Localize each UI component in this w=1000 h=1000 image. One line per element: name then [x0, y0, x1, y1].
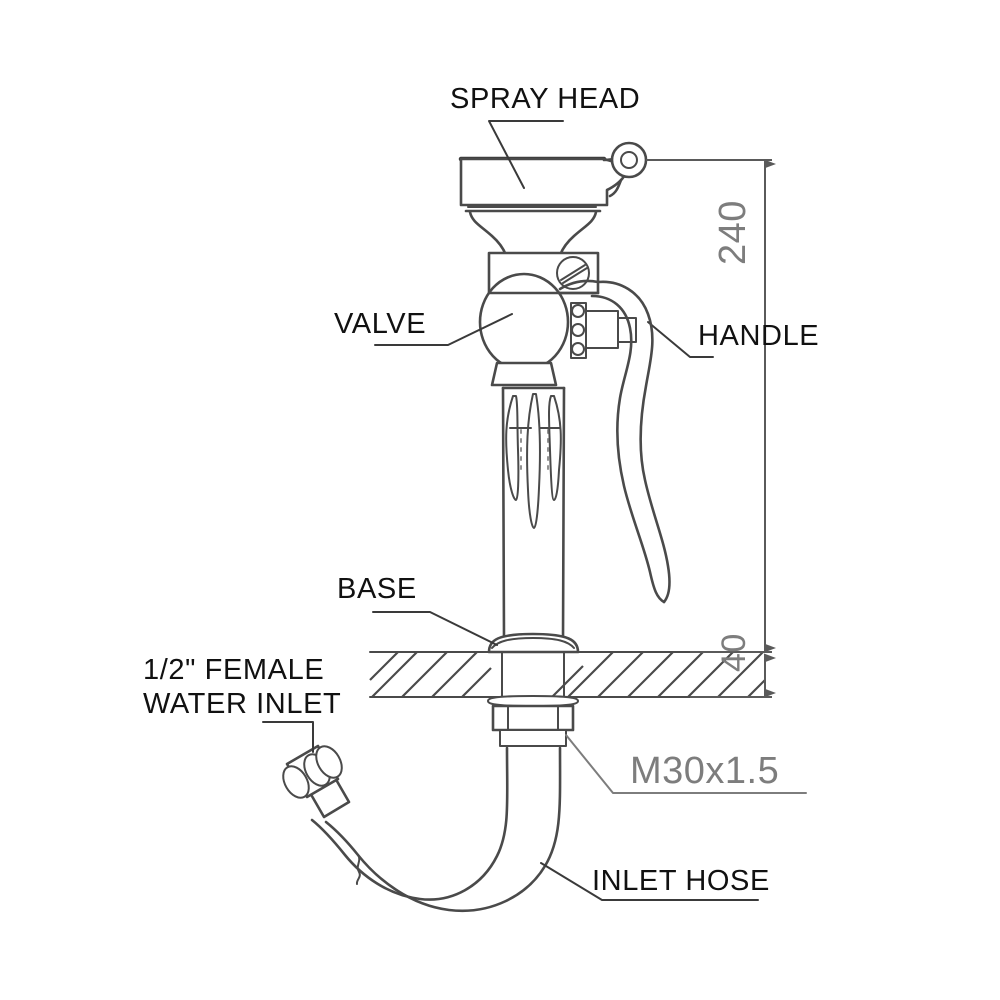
label-handle: HANDLE	[647, 320, 819, 358]
lock-nut-assembly	[487, 695, 579, 747]
label-water-inlet: 1/2" FEMALE WATER INLET	[143, 654, 341, 753]
dimension-40: 40	[690, 633, 776, 698]
base-flange	[487, 632, 580, 654]
countertop-hatching	[369, 651, 766, 698]
label-base: BASE	[337, 573, 498, 646]
inlet-hose	[282, 744, 562, 913]
water-inlet-label-line1: 1/2" FEMALE	[143, 654, 324, 686]
spray-head-label-text: SPRAY HEAD	[450, 83, 640, 115]
valve-label-text: VALVE	[334, 308, 426, 340]
thread-spec-text: M30x1.5	[630, 750, 779, 792]
label-valve: VALVE	[334, 308, 513, 346]
water-inlet-label-line2: WATER INLET	[143, 688, 341, 720]
handle-label-text: HANDLE	[698, 320, 819, 352]
fluted-column	[501, 386, 566, 642]
handle-lever	[558, 279, 671, 604]
label-thread-spec: M30x1.5	[565, 734, 807, 794]
label-inlet-hose: INLET HOSE	[540, 862, 770, 901]
valve-body-assembly	[478, 251, 637, 387]
countertop-section	[369, 651, 766, 698]
inlet-hose-label-text: INLET HOSE	[592, 865, 770, 897]
dimension-240-text: 240	[712, 200, 754, 265]
base-label-text: BASE	[337, 573, 417, 605]
spray-head-assembly	[458, 141, 648, 292]
dimension-40-text: 40	[715, 633, 753, 672]
dimension-240: 240	[646, 159, 776, 653]
label-spray-head: SPRAY HEAD	[450, 83, 640, 189]
